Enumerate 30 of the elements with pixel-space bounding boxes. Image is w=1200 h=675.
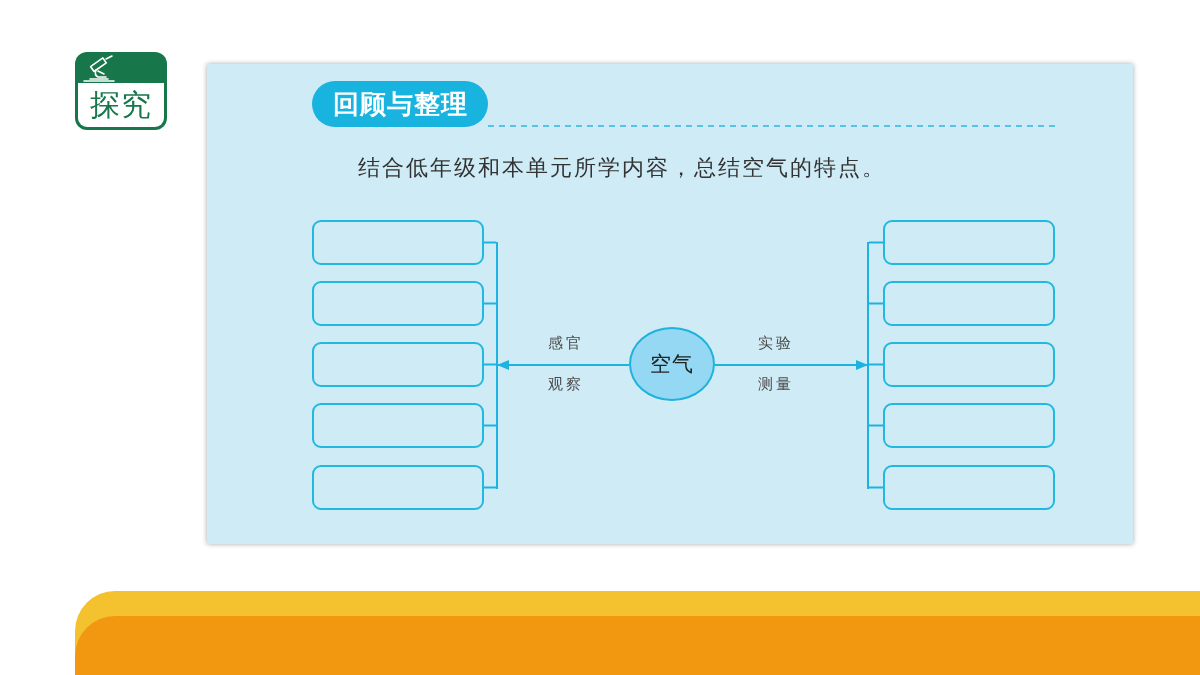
answer-box <box>312 342 484 387</box>
connector-line <box>868 302 884 305</box>
annotation-text: 测量 <box>757 374 795 394</box>
answer-box <box>312 281 484 326</box>
answer-box <box>312 220 484 265</box>
answer-box <box>883 342 1055 387</box>
answer-box <box>312 465 484 510</box>
answer-box <box>883 220 1055 265</box>
answer-box <box>883 465 1055 510</box>
instruction-text: 结合低年级和本单元所学内容，总结空气的特点。 <box>358 154 886 182</box>
connector-line <box>483 363 497 366</box>
connector-line <box>483 241 497 244</box>
annotation-text: 观察 <box>547 374 585 394</box>
annotation-text: 实验 <box>757 333 795 353</box>
node-label: 空气 <box>650 351 694 378</box>
section-title: 回顾与整理 <box>312 81 488 127</box>
answer-box <box>312 403 484 448</box>
answer-box <box>883 403 1055 448</box>
annotation-text: 感官 <box>547 333 585 353</box>
answer-box <box>883 281 1055 326</box>
badge-label: 探究 <box>78 83 164 127</box>
connector-line <box>483 302 497 305</box>
connector-line <box>483 486 497 489</box>
connector-line <box>868 486 884 489</box>
connector-line <box>868 241 884 244</box>
arrow <box>714 360 868 370</box>
connector-line <box>483 424 497 427</box>
connector-line <box>868 424 884 427</box>
arrow <box>497 360 630 370</box>
connector-line <box>868 363 884 366</box>
